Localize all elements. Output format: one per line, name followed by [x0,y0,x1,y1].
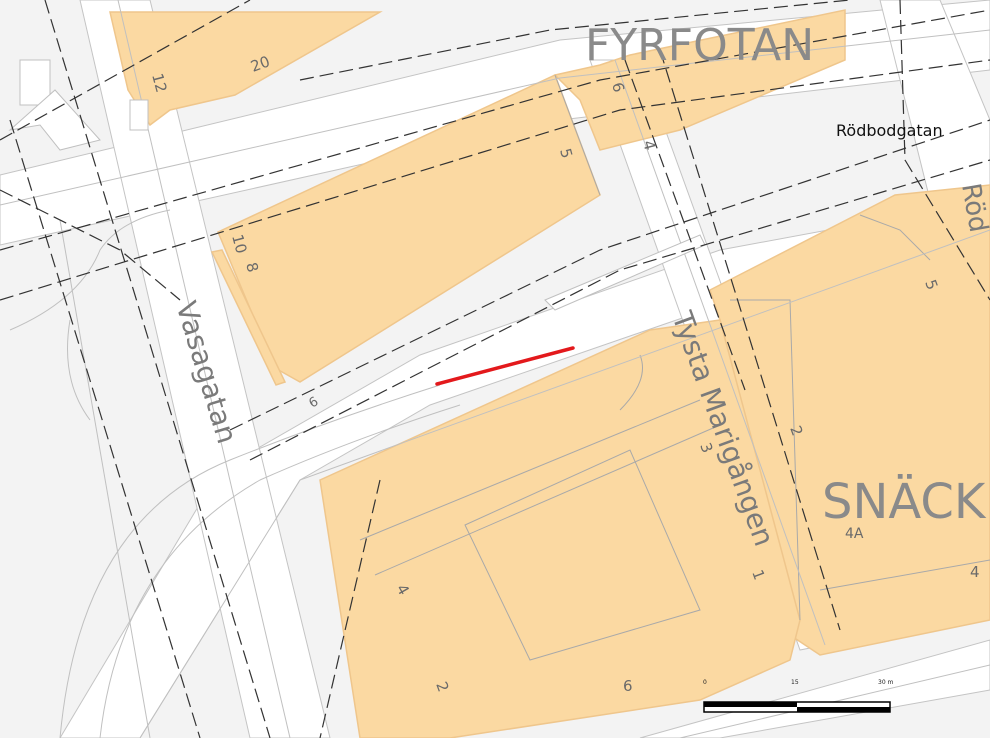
highlighted-segment[interactable] [435,346,575,386]
dash-12 [0,189,181,301]
inner-line-a [359,399,701,541]
island-left [8,89,101,151]
dash-13 [319,479,381,738]
centre-diag-2 [139,229,990,738]
inner-line-b [374,424,721,576]
scale-bar: 0 15 30 m [703,679,894,713]
dash-4 [0,59,990,301]
small-rect-2 [19,59,51,106]
house-number: 5 [556,146,576,160]
house-number: 6 [623,677,633,695]
dash-1 [44,0,271,738]
dash-6 [0,0,251,141]
small-rect-1 [129,99,149,131]
inner-arc [619,354,643,411]
scale-bar-tick-0: 0 [703,679,707,686]
house-number: 8 [242,260,262,274]
dash-7 [229,119,990,431]
inner-line-c [730,299,801,621]
inner-line-f [819,559,990,591]
house-number: 4A [845,526,864,542]
street-label-rodbodgatan: Rödbodgatan [836,121,943,140]
curve-lower-2 [99,404,461,738]
scale-bar-segment-2 [797,707,890,712]
curve-left-1 [9,209,171,331]
house-number: 6 [608,80,628,94]
block-bottom-main [319,319,801,738]
house-number: 12 [148,71,170,94]
dash-3 [0,9,990,251]
curve-lower [59,384,441,738]
road-rodbodgatan [879,0,990,231]
house-number: 4 [970,563,980,581]
house-number: 20 [248,52,272,75]
area-label-snackan: SNÄCK [822,474,987,530]
area-label-fyrfotan: FYRFOTAN [585,20,814,71]
scale-bar-segment-1 [704,702,797,707]
inner-courtyard [464,449,701,661]
road-vasagatan [79,0,331,738]
dash-11 [899,0,990,301]
dash-5 [299,0,851,81]
scale-bar-tick-15: 15 [791,679,799,686]
dash-9 [624,59,746,391]
dash-8 [249,159,990,461]
inner-line-e [554,74,601,196]
centre-diag-1 [0,29,990,206]
scale-bar-tick-30: 30 m [878,679,894,686]
dash-10 [659,49,841,631]
block-fyrfotan [553,9,846,151]
house-number: 4 [639,138,659,152]
dash-2 [9,119,201,738]
curve-left-2 [67,319,91,421]
centre-vas-2 [59,219,151,738]
road-bottom [639,639,990,738]
inner-line-d [859,214,931,261]
house-number: 10 [228,232,250,255]
centre-tysta [614,59,826,646]
building-outlines [359,74,990,661]
block-center-thin [210,249,287,386]
building-blocks [109,9,990,738]
